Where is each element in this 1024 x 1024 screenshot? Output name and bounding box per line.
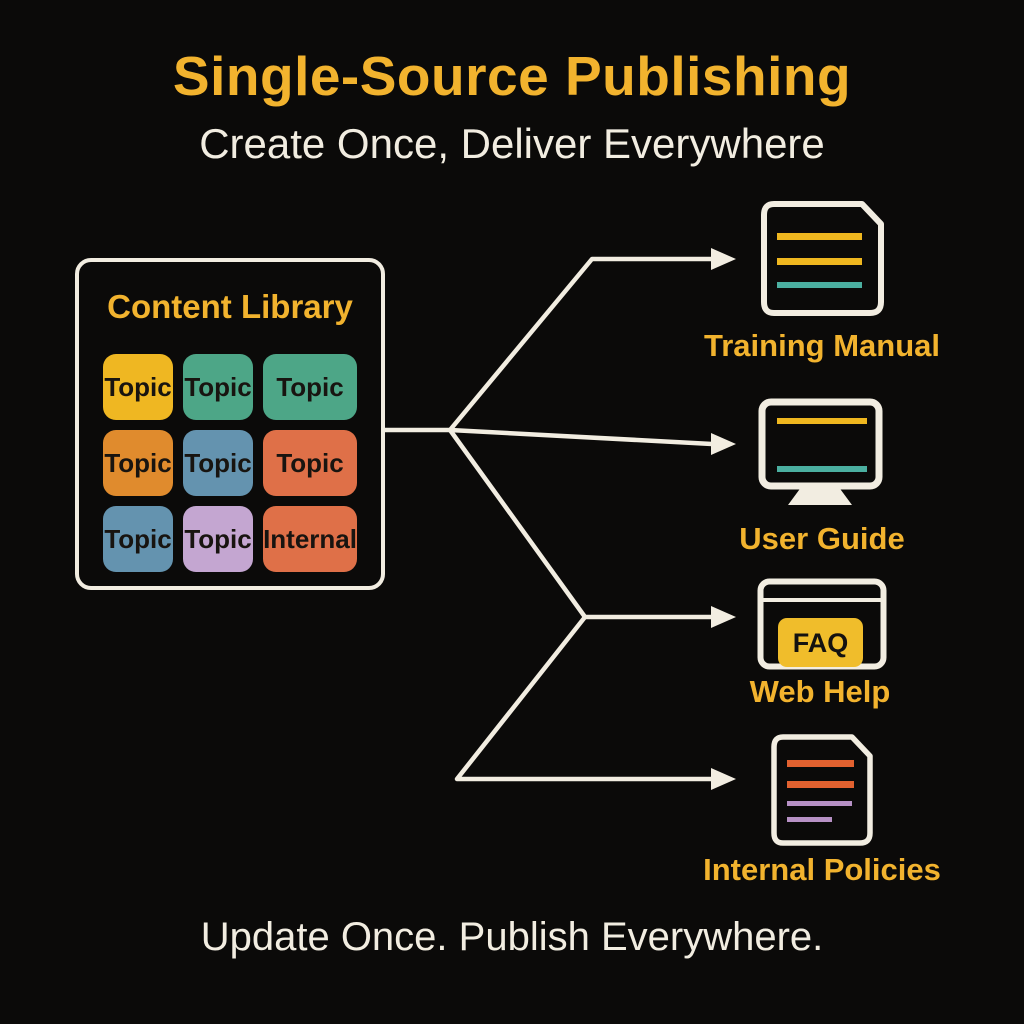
browser-icon: FAQ: [757, 578, 887, 670]
document-icon: [771, 734, 873, 846]
screen-line-teal: [777, 466, 867, 472]
internal-tile: Internal: [263, 506, 357, 572]
policy-line-purple: [787, 801, 852, 806]
doc-line-yellow: [777, 258, 862, 265]
arrow-line-userguide: [447, 427, 715, 447]
policy-line-orange: [787, 781, 854, 788]
topic-grid: Topic Topic Topic Topic Topic Topic Topi…: [103, 354, 357, 572]
policy-line-orange: [787, 760, 854, 767]
output-internal-policies: Internal Policies: [703, 733, 941, 887]
content-library-title: Content Library: [107, 288, 353, 325]
topic-tile: Topic: [103, 354, 174, 420]
screen-line-yellow: [777, 418, 867, 424]
policy-line-purple: [787, 817, 832, 822]
topic-tile: Topic: [183, 506, 254, 572]
topic-tile: Topic: [263, 430, 357, 496]
output-user-guide: User Guide: [739, 398, 905, 556]
arrowhead-internal: [711, 768, 736, 790]
arrowhead-webhelp: [711, 606, 736, 628]
topic-tile: Topic: [183, 430, 254, 496]
faq-badge: [778, 618, 863, 667]
doc-line-teal: [777, 282, 862, 288]
output-label: Web Help: [749, 674, 891, 709]
content-library-box: Content Library Topic Topic Topic Topic …: [75, 258, 385, 590]
output-label: Internal Policies: [703, 852, 941, 887]
topic-tile: Topic: [103, 430, 174, 496]
output-label: Training Manual: [704, 328, 940, 363]
arrowhead-training: [711, 248, 736, 270]
subtitle: Create Once, Deliver Everywhere: [199, 120, 825, 167]
footer-text: Update Once. Publish Everywhere.: [200, 915, 824, 959]
monitor-icon: [758, 398, 883, 505]
topic-tile: Topic: [103, 506, 174, 572]
output-training-manual: Training Manual: [704, 200, 940, 363]
page-title: Single-Source Publishing: [172, 45, 852, 107]
document-icon: [761, 201, 884, 316]
monitor-stand: [788, 486, 852, 505]
topic-tile: Topic: [263, 354, 357, 420]
output-web-help: FAQ Web Help: [750, 578, 890, 709]
faq-badge-label: FAQ: [793, 628, 849, 658]
output-label: User Guide: [739, 521, 905, 556]
topic-tile: Topic: [183, 354, 254, 420]
arrowhead-userguide: [711, 433, 736, 455]
doc-line-yellow: [777, 233, 862, 240]
